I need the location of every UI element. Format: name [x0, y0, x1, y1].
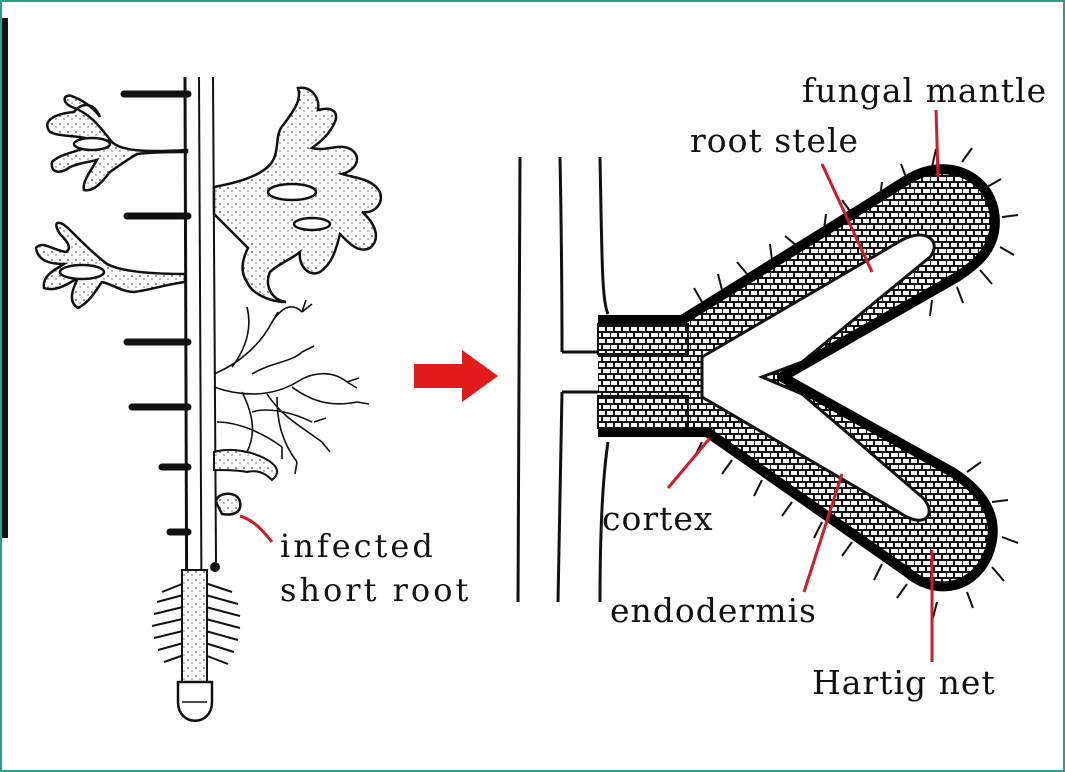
label-cortex: cortex	[602, 502, 714, 535]
label-fungal-mantle: fungal mantle	[802, 74, 1047, 107]
hyphal-tuft	[214, 300, 369, 474]
fungal-branches	[36, 88, 381, 308]
short-roots-left	[124, 94, 188, 532]
transition-arrow	[414, 350, 498, 402]
label-infected: infected	[280, 530, 436, 562]
label-root-stele: root stele	[690, 124, 859, 157]
root-system-drawing	[36, 77, 381, 721]
label-short-root: short root	[280, 574, 471, 606]
infected-short-root-tip	[216, 494, 240, 515]
label-endodermis: endodermis	[610, 594, 817, 627]
leader-fungal-mantle	[936, 110, 938, 177]
label-hartig-net: Hartig net	[812, 666, 996, 699]
root-cross-section	[518, 148, 1018, 618]
leader-cortex	[668, 438, 710, 488]
leader-infected-short-root	[240, 516, 272, 542]
